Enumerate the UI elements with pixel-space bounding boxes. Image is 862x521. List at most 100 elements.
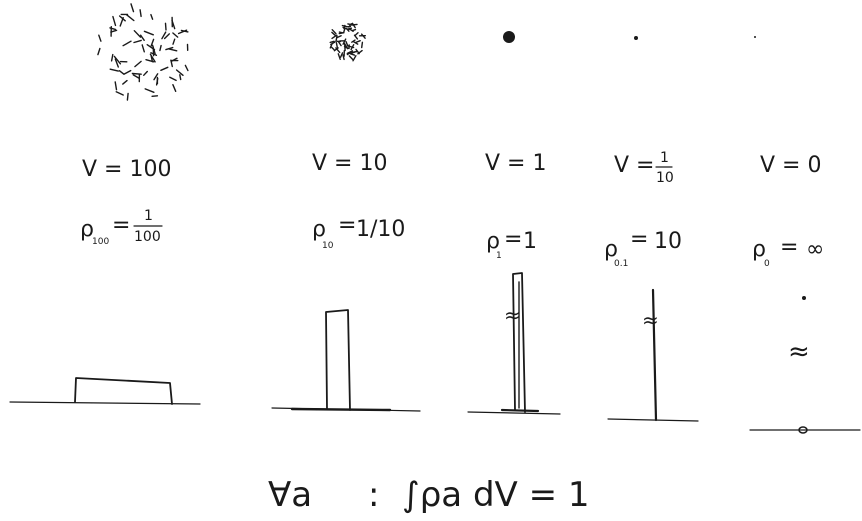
particle-dash — [164, 22, 167, 31]
particle-dash — [331, 29, 337, 35]
particle-dash — [139, 9, 142, 18]
volume-label-0: V = 0 — [760, 153, 821, 178]
particle-dash — [331, 31, 337, 37]
particle-cloud-speck — [634, 36, 638, 40]
svg-text:10: 10 — [654, 229, 682, 254]
svg-text:ρ: ρ — [80, 217, 94, 242]
particle-dash — [338, 32, 345, 35]
density-bar-100 — [9, 377, 201, 405]
density-bar — [512, 272, 526, 413]
svg-text:10: 10 — [322, 241, 334, 251]
particle-dash — [336, 35, 342, 39]
particle-cloud-point — [754, 36, 756, 38]
baseline — [467, 411, 561, 415]
particle-dash — [149, 53, 156, 63]
density-label-tenth: ρ 0.1 = 10 — [604, 227, 682, 269]
density-label-0: ρ 0 = ∞ — [752, 235, 824, 269]
particle-dash — [339, 52, 344, 58]
particle-dash — [126, 92, 129, 101]
particle-dash — [342, 38, 347, 45]
volume-label-1: V = 1 — [485, 151, 546, 176]
particle-dash — [155, 77, 159, 86]
particle-dash — [337, 41, 342, 47]
particle-dash — [109, 68, 120, 72]
particle-dash — [150, 38, 155, 47]
particle-dash — [342, 54, 345, 61]
svg-text:1/10: 1/10 — [356, 217, 405, 242]
particle-dash — [184, 64, 189, 72]
particle-dash — [335, 42, 338, 49]
density-label-100: ρ 100 = 1 100 — [80, 208, 163, 247]
particle-dash — [344, 43, 349, 50]
svg-text:0.1: 0.1 — [614, 259, 628, 269]
particle-dash — [118, 15, 126, 22]
svg-text:100: 100 — [134, 229, 161, 245]
svg-text:1: 1 — [496, 251, 502, 261]
particle-cloud-small — [329, 22, 366, 62]
svg-text:=: = — [630, 227, 648, 252]
particle-dash — [160, 66, 169, 72]
particle-dash — [348, 27, 354, 32]
particle-dash — [153, 73, 159, 81]
svg-text:ρ: ρ — [604, 237, 618, 262]
particle-dash — [347, 23, 355, 26]
axis-break-symbol: ≈ — [788, 337, 810, 367]
particle-dash — [159, 44, 162, 52]
particle-dash — [170, 57, 178, 62]
volume-label-10: V = 10 — [312, 151, 387, 176]
particle-dash — [145, 59, 155, 63]
density-label-1: ρ 1 = 1 — [486, 227, 537, 261]
delta-base-point — [798, 426, 808, 434]
particle-dash — [112, 15, 117, 27]
density-bar — [651, 288, 658, 422]
particle-dash — [151, 95, 159, 98]
density-bar — [325, 309, 351, 411]
particle-dash — [142, 70, 149, 77]
particle-dash — [118, 69, 125, 75]
svg-text:ρ: ρ — [752, 237, 766, 262]
particle-dash — [113, 55, 122, 65]
particle-dash — [351, 50, 358, 54]
particle-dash — [110, 53, 114, 62]
particle-cloud-large — [97, 3, 189, 101]
particle-dash — [115, 91, 124, 96]
particle-dash — [171, 19, 176, 30]
particle-dash — [122, 79, 128, 85]
particle-dash — [361, 41, 364, 49]
density-bar-10 — [271, 309, 421, 412]
formula-quantifier: ∀a — [268, 475, 312, 515]
particle-dash — [341, 24, 348, 28]
particle-dash — [122, 40, 132, 47]
formula-expression: ∫ρa dV = 1 — [402, 475, 590, 515]
particle-dash — [354, 32, 359, 37]
particle-dash — [133, 39, 142, 44]
particle-dash — [355, 48, 360, 55]
axis-break-symbol: ≈ — [642, 308, 659, 332]
baseline — [9, 401, 201, 405]
particle-dash — [163, 33, 171, 40]
density-bar-1: ≈ — [467, 272, 561, 415]
formula-separator: : — [368, 475, 379, 515]
svg-text:=: = — [504, 227, 522, 252]
particle-dash — [348, 55, 354, 61]
particle-dash — [150, 13, 154, 20]
particle-dash — [144, 88, 155, 94]
svg-text:1: 1 — [144, 208, 153, 224]
particle-dash — [172, 32, 179, 38]
particle-dash — [175, 69, 184, 77]
particle-dash — [330, 46, 335, 51]
particle-dash — [329, 40, 335, 44]
particle-dash — [134, 60, 142, 68]
density-bar-0: ≈ — [749, 296, 861, 434]
particle-dash — [172, 83, 177, 93]
particle-dash — [351, 39, 356, 43]
particle-dash — [337, 53, 341, 60]
particle-dash — [97, 47, 101, 56]
particle-dash — [114, 81, 118, 91]
particle-dash — [130, 3, 135, 13]
particle-dash — [343, 28, 346, 34]
svg-text:=: = — [338, 213, 356, 238]
particle-dash — [329, 43, 333, 49]
density-label-10: ρ 10 = 1/10 — [312, 213, 405, 251]
